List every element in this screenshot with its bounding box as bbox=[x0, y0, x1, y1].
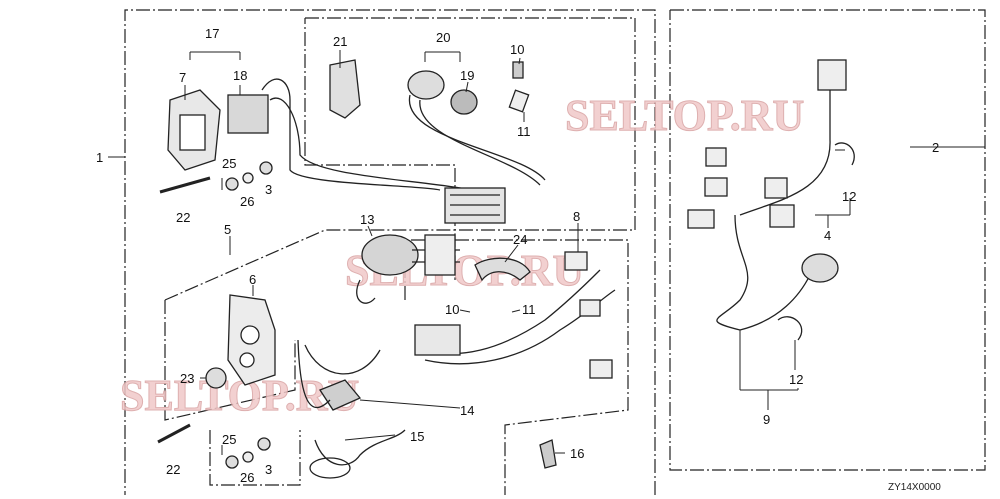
switch-wire-icon bbox=[261, 78, 441, 191]
hole-icon bbox=[239, 352, 255, 368]
callout-21: 21 bbox=[333, 34, 347, 49]
sub-frame-low bbox=[209, 430, 301, 486]
callout-25: 25 bbox=[222, 156, 236, 171]
harness-wire-icon bbox=[716, 214, 811, 331]
washer-icon bbox=[225, 455, 239, 469]
clip-icon bbox=[539, 439, 557, 469]
callout-26: 26 bbox=[240, 194, 254, 209]
callout-23: 23 bbox=[180, 371, 194, 386]
callout-26: 26 bbox=[240, 470, 254, 485]
washer-icon bbox=[242, 172, 254, 184]
callout-12: 12 bbox=[842, 189, 856, 204]
callout-14: 14 bbox=[460, 403, 474, 418]
clamp-icon bbox=[834, 142, 855, 166]
callout-10: 10 bbox=[510, 42, 524, 57]
hole-icon bbox=[240, 325, 260, 345]
connector-icon bbox=[564, 251, 588, 271]
switch-wire-icon bbox=[269, 97, 491, 196]
callout-10: 10 bbox=[445, 302, 459, 317]
stop-wire-icon bbox=[297, 339, 381, 409]
callout-3: 3 bbox=[265, 182, 272, 197]
coil-icon bbox=[361, 234, 419, 276]
callout-2: 2 bbox=[932, 140, 939, 155]
callout-18: 18 bbox=[233, 68, 247, 83]
ring-wire-icon bbox=[409, 94, 546, 181]
connector-icon bbox=[579, 299, 601, 317]
bolt-icon bbox=[512, 61, 524, 79]
screw-icon bbox=[157, 423, 191, 444]
callout-12: 12 bbox=[789, 372, 803, 387]
callout-15: 15 bbox=[410, 429, 424, 444]
connector-icon bbox=[589, 359, 613, 379]
connector-icon bbox=[687, 209, 715, 229]
callout-22: 22 bbox=[176, 210, 190, 225]
callout-17: 17 bbox=[205, 26, 219, 41]
watermark-text: SELTOP.RU bbox=[565, 91, 804, 140]
callout-20: 20 bbox=[436, 30, 450, 45]
screw-icon bbox=[159, 176, 211, 194]
washer-icon bbox=[257, 437, 271, 451]
grommet-icon bbox=[801, 253, 839, 283]
connector-icon bbox=[817, 59, 847, 91]
callout-11: 11 bbox=[517, 124, 531, 139]
callout-5: 5 bbox=[224, 222, 231, 237]
bracket-icon bbox=[329, 59, 361, 119]
connector-icon bbox=[705, 147, 727, 167]
harness-wire-icon bbox=[739, 90, 831, 216]
callout-7: 7 bbox=[179, 70, 186, 85]
right-frame bbox=[669, 9, 986, 471]
connector-icon bbox=[764, 177, 788, 199]
washer-icon bbox=[242, 451, 254, 463]
callout-9: 9 bbox=[763, 412, 770, 427]
washer-icon bbox=[259, 161, 273, 175]
callout-6: 6 bbox=[249, 272, 256, 287]
callout-11: 11 bbox=[522, 302, 536, 317]
diagram-code: ZY14X0000 bbox=[888, 482, 941, 493]
connector-icon bbox=[424, 234, 456, 276]
disc-icon bbox=[450, 89, 478, 115]
callout-25: 25 bbox=[222, 432, 236, 447]
sub-frame-bottom-left bbox=[164, 300, 296, 421]
key-icon bbox=[356, 279, 376, 304]
callout-4: 4 bbox=[824, 228, 831, 243]
callout-8: 8 bbox=[573, 209, 580, 224]
watermark-text: SELTOP.RU bbox=[120, 371, 359, 420]
clamp-icon bbox=[777, 316, 803, 341]
sleeve-icon bbox=[508, 89, 530, 113]
loop-icon bbox=[309, 457, 351, 479]
callout-3: 3 bbox=[265, 462, 272, 477]
nut-icon bbox=[205, 367, 227, 389]
callout-24: 24 bbox=[513, 232, 527, 247]
connector-block-icon bbox=[444, 187, 506, 224]
callout-19: 19 bbox=[460, 68, 474, 83]
part-illustrations bbox=[157, 59, 855, 479]
callout-16: 16 bbox=[570, 446, 584, 461]
connector-icon bbox=[704, 177, 728, 197]
callout-1: 1 bbox=[96, 150, 103, 165]
ring-icon bbox=[407, 70, 445, 100]
main-frame bbox=[124, 9, 656, 495]
ring-wire-icon bbox=[419, 99, 541, 186]
connector-icon bbox=[769, 204, 795, 228]
clamp-icon bbox=[474, 257, 531, 282]
leader-lines bbox=[108, 50, 985, 455]
washer-icon bbox=[225, 177, 239, 191]
stop-switch-icon bbox=[319, 379, 362, 411]
callout-22: 22 bbox=[166, 462, 180, 477]
callout-labels: 1 2 3 3 4 5 6 7 8 9 10 10 11 11 12 12 13… bbox=[96, 26, 939, 485]
switch-body-icon bbox=[227, 94, 269, 134]
callout-13: 13 bbox=[360, 212, 374, 227]
connector-icon bbox=[414, 324, 461, 356]
panel-window-icon bbox=[179, 114, 206, 151]
